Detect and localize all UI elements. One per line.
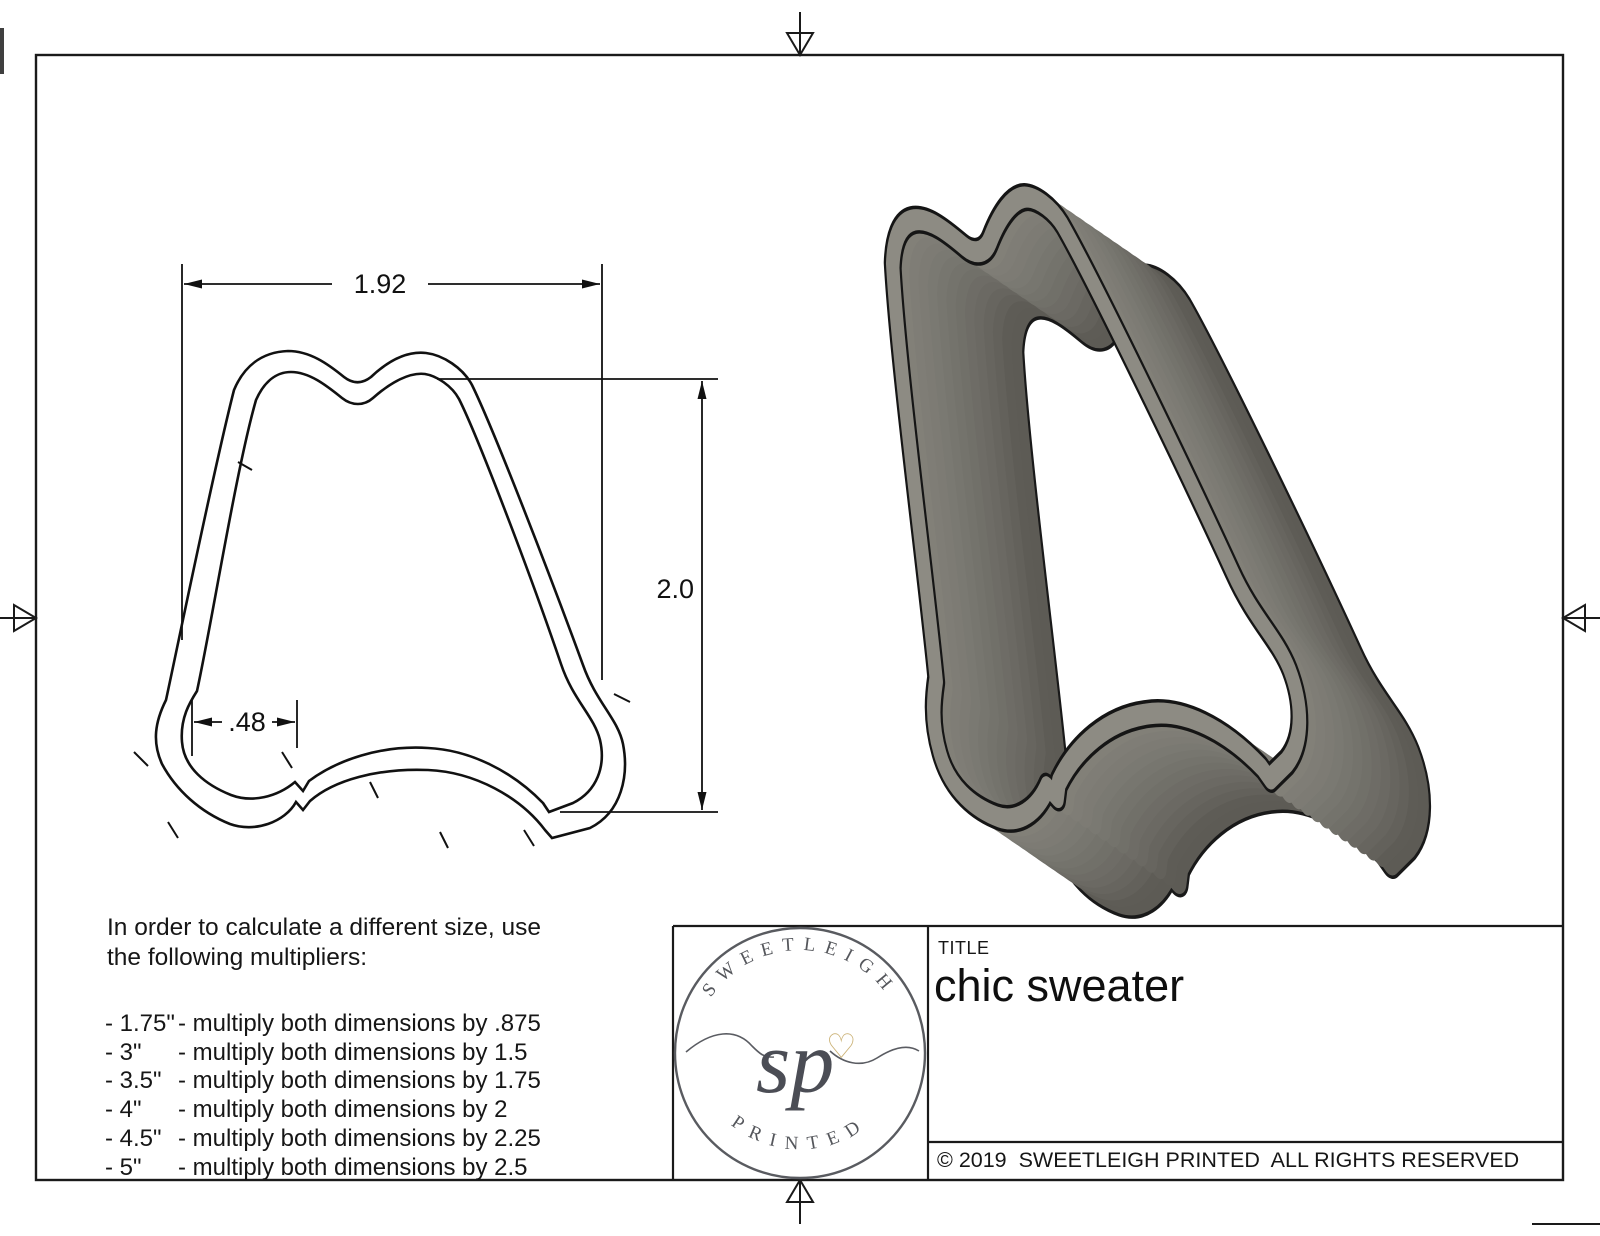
dimension-cuff: .48	[191, 700, 298, 756]
registration-mark-left	[0, 603, 38, 633]
dim-height-label: 2.0	[656, 574, 694, 604]
cutter-outer-outline	[154, 349, 627, 840]
multiplier-size: - 3.5"	[105, 1067, 162, 1095]
multiplier-row: - 5" - multiply both dimensions by 2.5	[105, 1154, 541, 1183]
multiplier-rule: - multiply both dimensions by 2.25	[178, 1124, 541, 1152]
cutter-inner-outline	[180, 370, 604, 814]
multiplier-row: - 3" - multiply both dimensions by 1.5	[105, 1039, 541, 1068]
multiplier-rule: - multiply both dimensions by 2	[178, 1096, 508, 1124]
svg-text:PRINTED: PRINTED	[728, 1112, 873, 1155]
multiplier-list: - 1.75" - multiply both dimensions by .8…	[105, 1010, 541, 1182]
dim-width-label: 1.92	[354, 269, 407, 299]
multiplier-row: - 3.5" - multiply both dimensions by 1.7…	[105, 1067, 541, 1096]
multiplier-size: - 1.75"	[105, 1010, 175, 1037]
registration-mark-top	[785, 12, 815, 57]
multiplier-size: - 5"	[105, 1153, 142, 1181]
multiplier-row: - 1.75" - multiply both dimensions by .8…	[105, 1010, 541, 1039]
registration-mark-right	[1561, 603, 1600, 633]
multiplier-row: - 4.5" - multiply both dimensions by 2.2…	[105, 1125, 541, 1154]
title-block-lines	[671, 924, 1563, 1180]
multiplier-size: - 4.5"	[105, 1124, 162, 1152]
copyright-text: © 2019 SWEETLEIGH PRINTED ALL RIGHTS RES…	[937, 1148, 1520, 1172]
dim-cuff-label: .48	[228, 707, 266, 737]
logo-heart-icon: ♡	[826, 1027, 856, 1067]
multiplier-size: - 4"	[105, 1096, 142, 1124]
logo-monogram: sp	[756, 1015, 834, 1112]
scan-artifact	[0, 28, 4, 74]
multiplier-rule: - multiply both dimensions by 2.5	[178, 1153, 528, 1181]
registration-marks	[0, 12, 1600, 1224]
multiplier-rule: - multiply both dimensions by .875	[178, 1010, 541, 1037]
segment-ticks	[133, 461, 631, 849]
sweetleigh-logo: SWEETLEIGH PRINTED sp ♡	[673, 926, 927, 1180]
page-title: chic sweater	[934, 960, 1185, 1011]
multiplier-row: - 4" - multiply both dimensions by 2	[105, 1096, 541, 1125]
multiplier-rule: - multiply both dimensions by 1.75	[178, 1067, 541, 1095]
multiplier-rule: - multiply both dimensions by 1.5	[178, 1038, 528, 1066]
registration-mark-bottom	[785, 1178, 815, 1224]
cutter-2d-drawing: 1.92 2.0 .48	[133, 264, 718, 849]
logo-arc-top-text: SWEETLEIGH	[698, 934, 893, 1001]
logo-arc-bottom-text: PRINTED	[728, 1112, 863, 1155]
cutter-3d-render	[822, 160, 1435, 933]
svg-text:SWEETLEIGH: SWEETLEIGH	[698, 934, 902, 1001]
title-field-label: TITLE	[938, 938, 990, 958]
dimension-height: 2.0	[437, 378, 718, 813]
size-note-intro: In order to calculate a different size, …	[107, 914, 541, 971]
multiplier-size: - 3"	[105, 1038, 142, 1066]
logo-circle	[673, 926, 927, 1180]
dimension-width: 1.92	[181, 264, 603, 680]
logo-flourish	[685, 1033, 920, 1065]
